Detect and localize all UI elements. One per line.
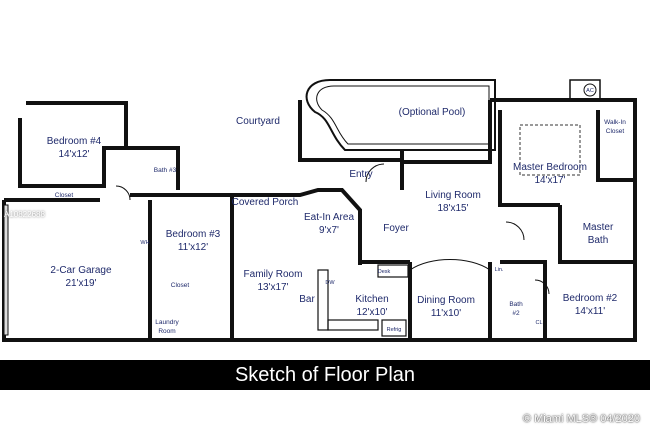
copyright-watermark: © Miami MLS® 04/2020 [522, 413, 640, 425]
dining-room-name: Dining Room [417, 295, 475, 306]
master-door [505, 221, 525, 241]
pool-outline [305, 79, 496, 151]
desk-label: Desk [378, 269, 391, 275]
bath2-label-1: Bath [509, 301, 523, 308]
bath2-label-2: #2 [512, 310, 520, 317]
entry-label: Entry [349, 169, 372, 180]
walls [2, 98, 637, 342]
master-bedroom-name: Master Bedroom [513, 162, 587, 173]
floor-plan: AC Bedroom #4 14'x12' Courtyard (Optiona… [2, 79, 637, 342]
garage-name: 2-Car Garage [50, 265, 112, 276]
bedroom2-size: 14'x11' [575, 306, 605, 317]
living-room-size: 18'x15' [437, 203, 468, 214]
linen-label: Lin. [495, 267, 504, 273]
garage-size: 21'x19' [65, 278, 96, 289]
bedroom4-name: Bedroom #4 [47, 136, 102, 147]
closet-bed3-label: Closet [171, 282, 190, 289]
eat-in-size: 9'x7' [319, 225, 339, 236]
master-bath-label-1: Master [583, 222, 614, 233]
bar-label: Bar [299, 294, 315, 305]
floor-plan-banner: Sketch of Floor Plan [0, 360, 650, 390]
bed2-door [534, 279, 550, 295]
walk-in-label-2: Closet [606, 128, 625, 135]
covered-porch-label: Covered Porch [232, 197, 299, 208]
kitchen-size: 12'x10' [356, 307, 387, 318]
foyer-label: Foyer [383, 223, 409, 234]
pool-label: (Optional Pool) [399, 107, 466, 118]
master-bed-tray [519, 124, 581, 176]
listing-id: A10822688 [4, 210, 45, 219]
cl-label: CL [535, 320, 542, 326]
master-bath-label-2: Bath [588, 235, 609, 246]
bath3-label: Bath #3 [154, 167, 177, 174]
entry-door [365, 163, 385, 183]
closet-bed4-label: Closet [55, 192, 74, 199]
garage-door [3, 204, 9, 336]
eat-in-name: Eat-In Area [304, 212, 354, 223]
courtyard-label: Courtyard [236, 116, 280, 127]
refrig-label: Refrig [387, 327, 402, 333]
dining-room-size: 11'x10' [431, 308, 461, 319]
bedroom4-size: 14'x12' [58, 149, 89, 160]
master-bedroom-size: 14'x17' [534, 175, 565, 186]
walk-in-label-1: Walk-In [604, 119, 626, 126]
kitchen-name: Kitchen [355, 294, 388, 305]
dining-arch [409, 259, 491, 271]
laundry-label-2: Room [158, 328, 175, 335]
laundry-label-1: Laundry [155, 319, 179, 326]
ac-label: AC [586, 88, 594, 94]
dw-label: DW [325, 280, 335, 286]
kitchen-counters [317, 264, 409, 337]
bedroom2-name: Bedroom #2 [563, 293, 618, 304]
family-room-name: Family Room [244, 269, 303, 280]
bed4-door [115, 185, 131, 201]
family-room-size: 13'x17' [257, 282, 288, 293]
wh-label: WH [140, 240, 149, 246]
bedroom3-size: 11'x12' [178, 242, 208, 253]
living-room-name: Living Room [425, 190, 481, 201]
bedroom3-name: Bedroom #3 [166, 229, 221, 240]
ac-unit [569, 79, 601, 101]
